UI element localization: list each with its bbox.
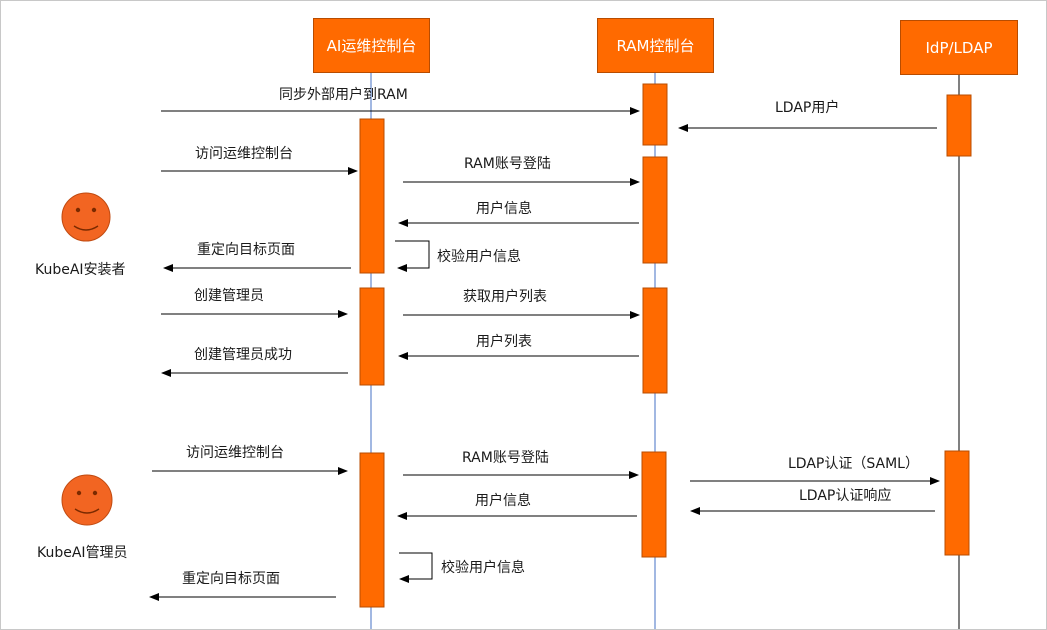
participant-ai-console: AI运维控制台 [313, 18, 430, 73]
actor-admin-label: KubeAI管理员 [37, 545, 128, 561]
msg-user-list: 用户列表 [476, 334, 532, 350]
msg-ram-login-1: RAM账号登陆 [464, 156, 551, 172]
activation-ram-2 [642, 156, 668, 264]
msg-ldap-auth: LDAP认证（SAML） [788, 456, 919, 472]
participant-ram-console: RAM控制台 [597, 18, 714, 73]
msg-visit-console-2: 访问运维控制台 [186, 445, 284, 461]
activation-ai-2 [359, 287, 385, 386]
msg-ram-login-2: RAM账号登陆 [462, 450, 549, 466]
msg-redirect-2: 重定向目标页面 [182, 571, 280, 587]
smiley-face-icon [61, 474, 113, 526]
arrow-verify-1 [395, 240, 430, 272]
activation-idp-1 [946, 94, 972, 157]
activation-idp-2 [944, 450, 970, 556]
arrow-verify-2 [399, 552, 433, 583]
msg-visit-console-1: 访问运维控制台 [195, 146, 293, 162]
msg-user-info-2: 用户信息 [475, 493, 531, 509]
msg-ldap-users: LDAP用户 [775, 100, 840, 116]
participant-idp: IdP/LDAP [900, 20, 1018, 75]
activation-ai-3 [359, 452, 385, 608]
msg-create-admin: 创建管理员 [194, 288, 264, 304]
msg-redirect-1: 重定向目标页面 [197, 242, 295, 258]
actor-installer-label: KubeAI安装者 [35, 262, 126, 278]
msg-get-user-list: 获取用户列表 [463, 289, 547, 305]
activation-ram-3 [642, 287, 668, 394]
msg-verify-2: 校验用户信息 [441, 560, 525, 576]
msg-verify-1: 校验用户信息 [437, 249, 521, 265]
msg-sync-users: 同步外部用户到RAM [279, 87, 408, 103]
activation-ram-4 [641, 451, 667, 558]
activation-ram-1 [642, 83, 668, 146]
msg-create-admin-ok: 创建管理员成功 [194, 347, 292, 363]
activation-ai-1 [359, 118, 385, 274]
msg-ldap-auth-resp: LDAP认证响应 [799, 488, 892, 504]
smiley-face-icon [61, 192, 111, 242]
msg-user-info-1: 用户信息 [476, 201, 532, 217]
